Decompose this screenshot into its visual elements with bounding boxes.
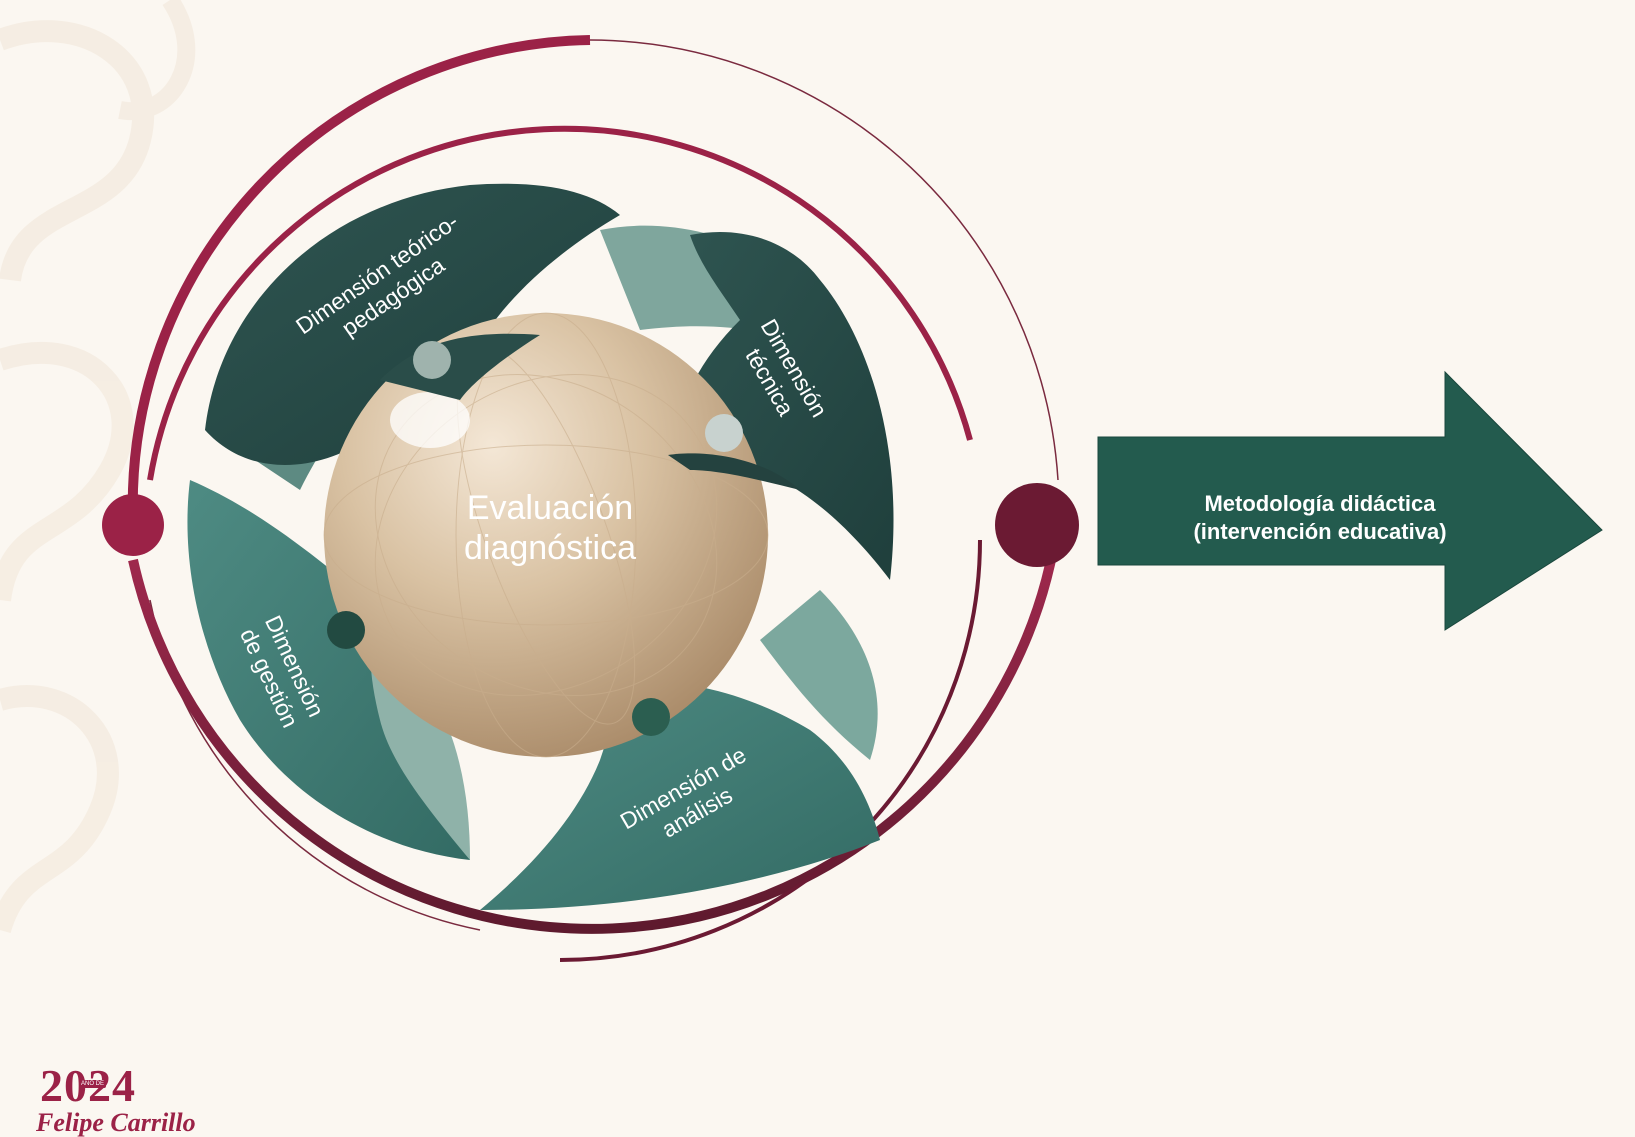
- arrow-label: Metodología didáctica (intervención educ…: [1135, 490, 1505, 546]
- petal-tecnica: [668, 232, 894, 580]
- petal-dot-tecnica: [705, 414, 743, 452]
- petal-lip-top-left: [380, 333, 540, 400]
- center-title-line1: Evaluación: [466, 489, 634, 527]
- petal-lip-right: [668, 453, 800, 490]
- sphere-highlight: [390, 392, 470, 448]
- center-title-line2: diagnóstica: [463, 529, 636, 567]
- center-title: Evaluación diagnóstica: [400, 488, 700, 568]
- outer-ring-arc-bottom: [128, 519, 1063, 934]
- ring-dot-right: [995, 483, 1079, 567]
- petal-dot-gestion: [327, 611, 365, 649]
- logo-tag: AÑO DE: [79, 1080, 107, 1088]
- inner-ring-arc-top: [147, 125, 973, 481]
- methodology-arrow: [1097, 370, 1603, 631]
- petal-dot-analisis: [632, 698, 670, 736]
- petal-analisis: [480, 680, 880, 910]
- arrow-label-line1: Metodología didáctica: [1204, 491, 1436, 516]
- petal-teorico-pedagogica: [205, 183, 620, 465]
- ring-dot-left: [102, 494, 164, 556]
- outer-ring-thin-arc: [589, 39, 1059, 481]
- petal-dot-teorico: [413, 341, 451, 379]
- arrow-label-line2: (intervención educativa): [1193, 519, 1447, 544]
- outer-ring-arc-left: [127, 35, 591, 521]
- petal-gestion: [187, 480, 470, 860]
- background-ornament: [0, 0, 196, 934]
- logo-name: Felipe Carrillo: [36, 1108, 196, 1137]
